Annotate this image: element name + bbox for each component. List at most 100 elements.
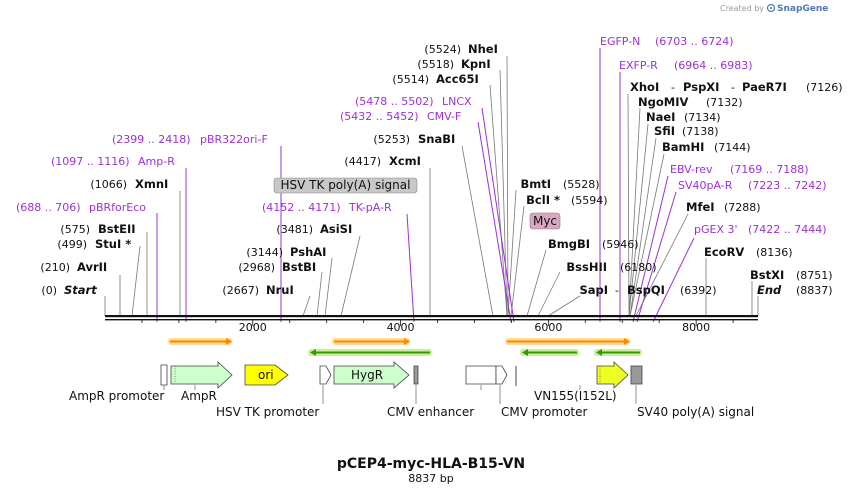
enzyme-pos: (5518) — [417, 58, 454, 71]
vn155-shape — [596, 361, 629, 389]
orf-arrow-1 — [168, 338, 232, 345]
enzyme-name: BstBI — [282, 260, 316, 274]
feature-connectors — [163, 385, 637, 404]
enzyme-pos: (5253) — [373, 133, 410, 146]
orf-arrow-2 — [332, 338, 410, 345]
primer-name: pBR322ori-F — [200, 133, 268, 146]
feature-label-sv40-polya: SV40 poly(A) signal — [637, 405, 754, 419]
hygr-shape — [333, 361, 410, 389]
primer-range: (6703 .. 6724) — [655, 35, 734, 48]
created-by-text: Created by — [720, 4, 764, 13]
enzyme-name: AvrII — [77, 260, 107, 274]
enzyme-name: BstEII — [98, 222, 136, 236]
enzyme-name: PspXI — [683, 80, 719, 94]
enzyme-name: Acc65I — [436, 72, 479, 86]
enzyme-pos: (3481) — [276, 223, 313, 236]
plasmid-name: pCEP4-myc-HLA-B15-VN — [337, 456, 525, 472]
reverse-arrow-2 — [520, 349, 579, 356]
backbone — [105, 315, 758, 321]
enzyme-name: BclI * — [526, 193, 560, 207]
myc-box — [529, 212, 561, 230]
enzyme-pos: (1066) — [90, 178, 127, 191]
enzyme-name: BmgBI — [548, 237, 590, 251]
primer-name: SV40pA-R — [678, 179, 733, 192]
primer-range: (7422 .. 7444) — [748, 223, 827, 236]
enzyme-pos: (210) — [40, 261, 70, 274]
enzyme-pos: (8751) — [796, 269, 833, 282]
enzyme-pos: (6392) — [680, 284, 717, 297]
reverse-arrow-3 — [594, 349, 642, 356]
enzyme-pos: (575) — [60, 223, 90, 236]
primer-name: CMV-F — [427, 110, 461, 123]
primer-name: EGFP-N — [600, 35, 640, 48]
ori-shape — [244, 364, 289, 386]
enzyme-pos: (7132) — [706, 96, 743, 109]
enzyme-name: End — [757, 283, 782, 297]
enzyme-name: StuI * — [95, 237, 131, 251]
enzyme-pos: (7144) — [714, 141, 751, 154]
enzyme-name: XhoI — [630, 80, 659, 94]
enzyme-pos: (6180) — [620, 261, 657, 274]
enzyme-name: EcoRV — [704, 245, 744, 259]
enzyme-name: XmnI — [135, 177, 168, 191]
primer-range: (2399 .. 2418) — [112, 133, 191, 146]
enzyme-name: SapI — [579, 283, 608, 297]
feature-label-hsv-tk-promoter: HSV TK promoter — [216, 405, 319, 419]
enzyme-name: KpnI — [461, 57, 491, 71]
enzyme-name: XcmI — [389, 154, 421, 168]
enzyme-name: SnaBI — [418, 132, 455, 146]
feature-label-hygr: HygR — [351, 368, 383, 382]
enzyme-name: Start — [64, 283, 97, 297]
enzyme-pos: (0) — [41, 284, 57, 297]
enzyme-name: BspQI — [627, 283, 665, 297]
enzyme-pos: (7134) — [684, 111, 721, 124]
snapgene-logo-icon — [766, 3, 776, 13]
sv40-polya-shape — [630, 365, 643, 385]
enzyme-name: NheI — [468, 42, 498, 56]
enzyme-name: NgoMIV — [638, 95, 688, 109]
enzyme-name: BamHI — [662, 140, 704, 154]
enzyme-name: PaeR7I — [742, 80, 787, 94]
myc-box-label: Myc — [533, 214, 557, 228]
reverse-arrow-1 — [308, 349, 432, 356]
snapgene-brand: SnapGene — [777, 4, 828, 14]
ruler-tick-label: 6000 — [534, 321, 562, 334]
ruler-tick-label: 4000 — [387, 321, 415, 334]
cmv-enhancer-shape — [465, 365, 497, 385]
enzyme-name: BssHII — [566, 260, 607, 274]
enzyme-name: NaeI — [646, 110, 675, 124]
enzyme-pos: (7138) — [682, 125, 719, 138]
ruler-tick-label: 8000 — [682, 321, 710, 334]
enzyme-name: NruI — [266, 283, 294, 297]
hsv-tk-promoter-shape — [319, 365, 332, 385]
enzyme-separator: - — [731, 81, 735, 94]
primer-name: LNCX — [442, 95, 472, 108]
feature-label-cmv-enhancer: CMV enhancer — [387, 405, 474, 419]
primer-range: (5478 .. 5502) — [355, 95, 434, 108]
enzyme-pos: (5514) — [392, 73, 429, 86]
hsv-tk-polya-shape — [413, 365, 419, 385]
primer-range: (688 .. 706) — [16, 201, 81, 214]
enzyme-separator: - — [615, 284, 619, 297]
primer-name: TK-pA-R — [348, 201, 392, 214]
primer-labels: (688 .. 706) pBRforEco (1097 .. 1116) Am… — [16, 35, 827, 236]
primer-name: Amp-R — [138, 155, 175, 168]
enzyme-pos: (499) — [57, 238, 87, 251]
feature-label-cmv-promoter: CMV promoter — [501, 405, 588, 419]
leader-lines — [104, 55, 759, 317]
primer-name: EXFP-R — [619, 59, 658, 72]
enzyme-pos: (8837) — [796, 284, 833, 297]
orf-arrow-3 — [505, 338, 630, 345]
enzyme-name: BstXI — [750, 268, 784, 282]
ruler-tick-label: 2000 — [239, 321, 267, 334]
enzyme-pos: (5594) — [571, 194, 608, 207]
feature-label-ampr-promoter: AmpR promoter — [69, 389, 164, 403]
primer-range: (1097 .. 1116) — [51, 155, 130, 168]
enzyme-pos: (5946) — [602, 238, 639, 251]
enzyme-labels: (0) Start (210) AvrII (499) StuI * (575)… — [40, 42, 842, 297]
enzyme-pos: (3144) — [246, 246, 283, 259]
enzyme-pos: (7288) — [724, 201, 761, 214]
primer-name: EBV-rev — [670, 163, 713, 176]
hsv-tk-polya-box — [273, 177, 418, 194]
